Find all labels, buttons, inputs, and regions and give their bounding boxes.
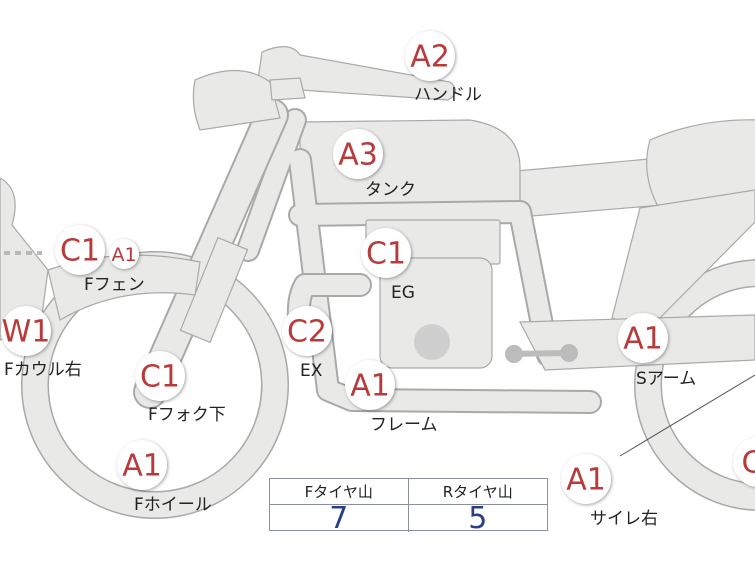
top-clamp (269, 77, 306, 101)
part-badge-frame[interactable]: A1 (345, 360, 395, 410)
badge-code: C (742, 446, 755, 481)
badge-code: A1 (122, 449, 162, 484)
label-front-fender: Fフェン (84, 275, 145, 295)
badge-code: A1 (111, 244, 136, 266)
part-badge-engine[interactable]: C1 (361, 228, 411, 278)
label-engine: EG (391, 283, 415, 303)
footpeg-end-right (560, 344, 578, 362)
rear-tire-tread-value: 5 (468, 501, 488, 536)
badge-code: C1 (366, 237, 406, 272)
label-handlebar: ハンドル (414, 85, 482, 105)
silencer-pointer-line (619, 374, 755, 457)
label-front-cowl: Fカウル右 (4, 360, 82, 380)
footpeg-end-left (505, 345, 523, 363)
front-tire-tread-header: Fタイヤ山 (270, 479, 409, 505)
badge-code: A2 (410, 40, 450, 75)
part-badge-rear-wheel[interactable]: C (733, 437, 755, 487)
badge-code: C2 (287, 315, 327, 350)
part-badge-front-fender[interactable]: C1 (55, 225, 105, 275)
rear-tire-tread-header: Rタイヤ山 (408, 479, 547, 505)
badge-code: C1 (140, 360, 180, 395)
label-exhaust: EX (300, 361, 323, 381)
part-badge-handlebar[interactable]: A2 (405, 31, 455, 81)
tire-tread-table: Fタイヤ山 Rタイヤ山 7 5 (269, 478, 548, 536)
label-front-wheel: Fホイール (134, 495, 212, 515)
part-badge-tank[interactable]: A3 (333, 129, 383, 179)
rear-subframe (611, 189, 755, 331)
badge-code: A3 (338, 138, 378, 173)
rear-wheel (635, 260, 755, 510)
part-badge-swingarm[interactable]: A1 (618, 313, 668, 363)
seat (646, 119, 755, 211)
engine-cover (414, 324, 450, 360)
label-swingarm: Sアーム (636, 369, 696, 389)
part-badge-front-wheel[interactable]: A1 (117, 440, 167, 490)
part-badge-exhaust[interactable]: C2 (282, 306, 332, 356)
part-badge-front-cowl[interactable]: W1 (1, 306, 51, 356)
badge-code: A1 (350, 369, 390, 404)
front-fairing (0, 177, 49, 341)
engine-block (379, 257, 493, 369)
label-fork: Fフォク下 (148, 405, 226, 425)
badge-code: W1 (2, 315, 51, 350)
label-tank: タンク (365, 180, 416, 200)
part-badge-fork[interactable]: C1 (135, 351, 185, 401)
part-badge-front-fender-secondary[interactable]: A1 (109, 239, 139, 269)
front-tire-tread-value: 7 (270, 501, 409, 536)
badge-code: C1 (60, 234, 100, 269)
badge-code: A1 (566, 463, 606, 498)
label-silencer: サイレ右 (590, 509, 658, 529)
part-badge-silencer[interactable]: A1 (561, 454, 611, 504)
label-frame: フレーム (370, 415, 438, 435)
badge-code: A1 (623, 322, 663, 357)
fork-lower (179, 236, 249, 344)
